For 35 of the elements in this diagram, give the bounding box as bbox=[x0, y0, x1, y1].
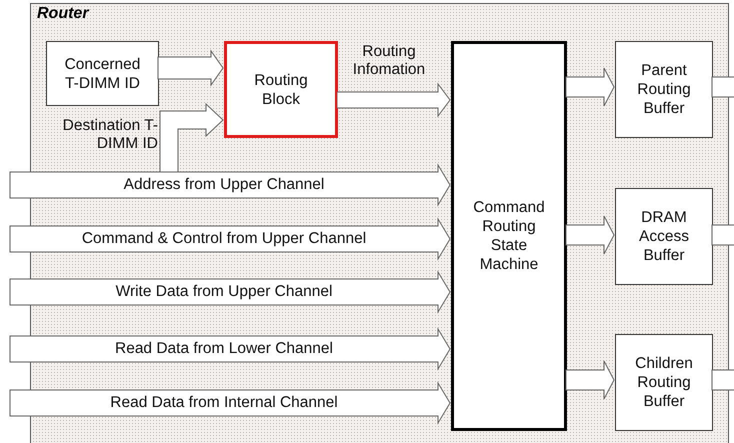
block-arrow bbox=[158, 49, 224, 87]
block-arrow bbox=[566, 216, 615, 254]
buffer-box bbox=[615, 41, 713, 138]
edge-label: Write Data from Upper Channel bbox=[114, 283, 334, 301]
edge-label: Command & Control from Upper Channel bbox=[80, 230, 368, 248]
node-label: Parent Routing Buffer bbox=[636, 61, 692, 118]
block-arrow bbox=[10, 327, 451, 371]
block-arrow bbox=[10, 270, 451, 314]
edge-label: Routing Infomation bbox=[352, 43, 426, 79]
routing-block bbox=[224, 41, 338, 138]
node-label: Command Routing State Machine bbox=[472, 198, 546, 274]
buffer-box bbox=[615, 188, 713, 285]
edge-label: Destination T-DIMM ID bbox=[62, 117, 158, 153]
block-arrow bbox=[712, 370, 734, 390]
block-arrow bbox=[712, 76, 734, 98]
buffer-box bbox=[615, 334, 713, 431]
block-arrow bbox=[160, 102, 224, 172]
block-arrow bbox=[10, 163, 451, 207]
state-machine-box bbox=[451, 41, 567, 431]
block-arrow bbox=[10, 217, 451, 261]
edge-label: Read Data from Lower Channel bbox=[114, 340, 334, 358]
block-arrow bbox=[566, 68, 615, 106]
edge-label: Address from Upper Channel bbox=[122, 176, 326, 194]
id-box bbox=[46, 41, 159, 106]
container-title: Router bbox=[37, 5, 89, 23]
router-container bbox=[30, 3, 729, 443]
block-arrow bbox=[712, 224, 734, 246]
node-label: Children Routing Buffer bbox=[634, 354, 694, 411]
block-arrow bbox=[566, 360, 615, 400]
block-arrow bbox=[10, 381, 451, 425]
node-label: Concerned T-DIMM ID bbox=[64, 54, 142, 92]
block-arrow bbox=[336, 82, 451, 118]
node-label: DRAM Access Buffer bbox=[638, 208, 690, 265]
node-label: Routing Block bbox=[253, 70, 309, 108]
edge-label: Read Data from Internal Channel bbox=[109, 394, 339, 412]
